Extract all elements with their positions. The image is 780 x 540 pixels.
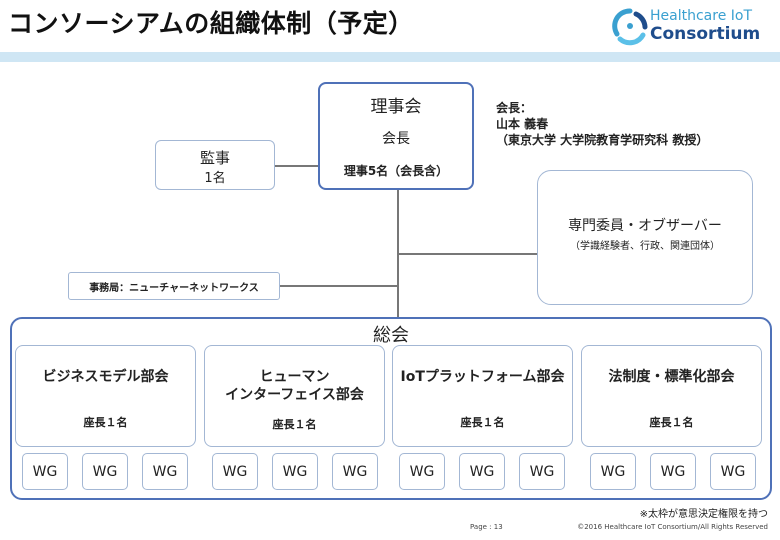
board-of-directors-box: 理事会 会長 理事5名（会長含） (318, 82, 474, 190)
wg-box: WG (142, 453, 188, 490)
committee-chair: 座長１名 (272, 418, 317, 431)
page-title: コンソーシアムの組織体制（予定） (8, 9, 414, 38)
committee-business-model: ビジネスモデル部会 座長１名 (15, 345, 196, 447)
wg-box: WG (272, 453, 318, 490)
committee-name: ヒューマン (259, 369, 330, 385)
connector-secretariat (280, 285, 398, 287)
committee-chair: 座長１名 (649, 416, 694, 429)
wg-box: WG (399, 453, 445, 490)
wg-box: WG (332, 453, 378, 490)
experts-sub: （学識経験者、行政、関連団体） (570, 241, 720, 252)
assembly-name: 総会 (373, 325, 409, 346)
header-band (0, 52, 780, 62)
committee-human-interface: ヒューマン インターフェイス部会 座長１名 (204, 345, 385, 447)
wg-box: WG (459, 453, 505, 490)
copyright: ©2016 Healthcare IoT Consortium/All Righ… (577, 523, 768, 531)
auditor-count: 1名 (204, 171, 226, 186)
committee-chair: 座長１名 (83, 416, 128, 429)
board-name: 理事会 (370, 97, 422, 117)
page-number: Page : 13 (470, 523, 503, 531)
chairman-label: 会長： (496, 101, 533, 115)
committee-name: IoTプラットフォーム部会 (400, 369, 565, 385)
chairman-name: 山本 義春 (496, 117, 549, 131)
wg-box: WG (590, 453, 636, 490)
wg-box: WG (519, 453, 565, 490)
chairman-affiliation: （東京大学 大学院教育学研究科 教授） (496, 133, 709, 147)
wg-box: WG (212, 453, 258, 490)
auditor-name: 監事 (199, 149, 230, 167)
connector-auditor (275, 165, 319, 167)
logo-line2: Consortium (650, 24, 761, 44)
chairman-info: 会長： 山本 義春 （東京大学 大学院教育学研究科 教授） (496, 100, 708, 148)
connector-experts (398, 253, 538, 255)
wg-box: WG (82, 453, 128, 490)
committee-name: ビジネスモデル部会 (42, 369, 169, 385)
experts-box: 専門委員・オブザーバー （学識経験者、行政、関連団体） (537, 170, 753, 305)
consortium-logo: Healthcare IoT Consortium (612, 6, 777, 48)
wg-box: WG (22, 453, 68, 490)
logo-mark-icon (612, 8, 648, 46)
logo-line1: Healthcare IoT (650, 8, 753, 24)
secretariat-label: 事務局：ニューチャーネットワークス (89, 283, 259, 294)
secretariat-box: 事務局：ニューチャーネットワークス (68, 272, 280, 300)
experts-name: 専門委員・オブザーバー (568, 218, 722, 234)
committee-legal-standards: 法制度・標準化部会 座長１名 (581, 345, 762, 447)
footnote: ※太枠が意思決定権限を持つ (639, 509, 768, 520)
committee-iot-platform: IoTプラットフォーム部会 座長１名 (392, 345, 573, 447)
board-head: 会長 (382, 131, 410, 147)
committee-chair: 座長１名 (460, 416, 505, 429)
wg-box: WG (650, 453, 696, 490)
auditor-box: 監事 1名 (155, 140, 275, 190)
board-members: 理事5名（会長含） (343, 164, 449, 178)
committee-name-line2: インターフェイス部会 (225, 387, 364, 403)
wg-box: WG (710, 453, 756, 490)
committee-name: 法制度・標準化部会 (608, 369, 735, 385)
